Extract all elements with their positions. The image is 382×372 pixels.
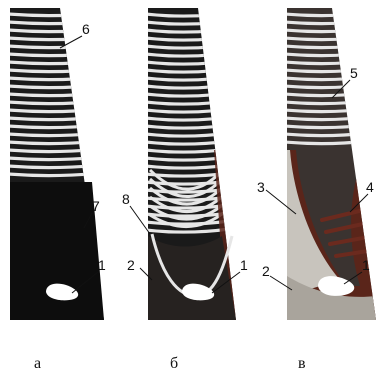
panel-b-label-1: 1 bbox=[240, 257, 248, 273]
panel-a-label-6: 6 bbox=[82, 21, 90, 37]
panel-b: 8 2 1 bbox=[122, 8, 248, 320]
panel-b-leader-8 bbox=[130, 206, 150, 234]
panel-b-label-8: 8 bbox=[122, 191, 130, 207]
panel-b-caption: б bbox=[170, 355, 178, 372]
panel-c-caption: в bbox=[298, 355, 306, 372]
panel-c-label-1: 1 bbox=[362, 257, 370, 273]
panel-b-label-2: 2 bbox=[127, 257, 135, 273]
panel-c-label-4: 4 bbox=[366, 179, 374, 195]
panel-a-label-7: 7 bbox=[92, 198, 100, 214]
panel-c-label-3: 3 bbox=[257, 179, 265, 195]
panel-c-label-5: 5 bbox=[350, 65, 358, 81]
panel-a-label-1: 1 bbox=[98, 257, 106, 273]
panel-a-caption: а bbox=[34, 355, 41, 372]
panel-c-label-2: 2 bbox=[262, 263, 270, 279]
panel-c: 5 3 4 2 1 bbox=[257, 8, 376, 320]
panel-b-dark-region bbox=[148, 236, 236, 320]
panel-a: 6 7 1 bbox=[8, 8, 110, 320]
